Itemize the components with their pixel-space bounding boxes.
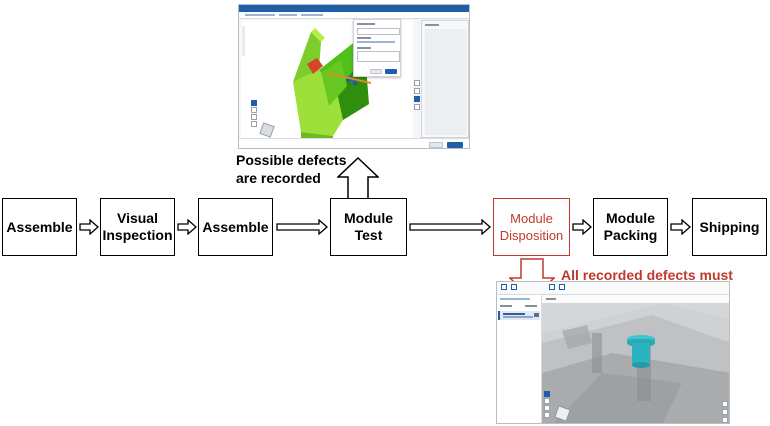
step-visual-inspection: Visual Inspection bbox=[100, 198, 175, 256]
cancel-button[interactable] bbox=[429, 142, 443, 148]
3d-viewer[interactable] bbox=[542, 303, 729, 423]
rotate-tool-icon[interactable] bbox=[251, 107, 257, 113]
side-tool-icon[interactable] bbox=[414, 88, 420, 94]
disposition-screenshot bbox=[496, 281, 730, 424]
list-item[interactable] bbox=[498, 311, 540, 320]
right-arrow-icon bbox=[572, 219, 592, 235]
side-tool-icon[interactable] bbox=[722, 417, 728, 423]
step-assemble-2: Assemble bbox=[198, 198, 273, 256]
defect-list bbox=[497, 295, 542, 423]
side-tool-icon[interactable] bbox=[722, 409, 728, 415]
step-assemble-1: Assemble bbox=[2, 198, 77, 256]
app-title-bar bbox=[239, 5, 469, 12]
side-tool-icon[interactable] bbox=[414, 96, 420, 102]
3d-model bbox=[242, 26, 371, 142]
dialog-ok-button[interactable] bbox=[385, 69, 397, 74]
step-module-test: Module Test bbox=[330, 198, 407, 256]
defect-type-select[interactable] bbox=[357, 28, 400, 35]
comment-field[interactable] bbox=[357, 51, 400, 62]
right-arrow-icon bbox=[177, 219, 197, 235]
3d-model bbox=[542, 303, 729, 423]
zoom-tool-icon[interactable] bbox=[251, 121, 257, 127]
zoom-tool-icon[interactable] bbox=[544, 412, 550, 418]
pan-tool-icon[interactable] bbox=[251, 114, 257, 120]
home-icon[interactable] bbox=[501, 284, 507, 290]
side-tool-icon[interactable] bbox=[414, 104, 420, 110]
submit-button[interactable] bbox=[447, 142, 463, 148]
ribbon bbox=[497, 282, 729, 295]
side-tool-icon[interactable] bbox=[722, 401, 728, 407]
add-icon[interactable] bbox=[511, 284, 517, 290]
defect-list-panel bbox=[421, 20, 469, 138]
step-shipping: Shipping bbox=[692, 198, 767, 256]
callout-defects-recorded: Possible defects are recorded bbox=[236, 152, 347, 186]
right-arrow-icon bbox=[276, 219, 328, 235]
settings-icon[interactable] bbox=[559, 284, 565, 290]
edit-icon[interactable] bbox=[549, 284, 555, 290]
right-arrow-icon bbox=[670, 219, 691, 235]
dialog-cancel-button[interactable] bbox=[370, 69, 382, 74]
select-tool-icon[interactable] bbox=[251, 100, 257, 106]
right-arrow-icon bbox=[79, 219, 99, 235]
side-tool-icon[interactable] bbox=[414, 80, 420, 86]
footer-bar bbox=[239, 138, 469, 148]
select-tool-icon[interactable] bbox=[544, 391, 550, 397]
viewer-toolbar-right bbox=[413, 20, 421, 138]
step-module-disposition: Module Disposition bbox=[493, 198, 570, 256]
right-arrow-icon bbox=[409, 219, 491, 235]
rotate-tool-icon[interactable] bbox=[544, 398, 550, 404]
pan-tool-icon[interactable] bbox=[544, 405, 550, 411]
defect-dialog bbox=[353, 19, 401, 77]
step-module-packing: Module Packing bbox=[593, 198, 668, 256]
app-toolbar bbox=[239, 12, 469, 19]
defect-recording-screenshot bbox=[238, 4, 470, 149]
